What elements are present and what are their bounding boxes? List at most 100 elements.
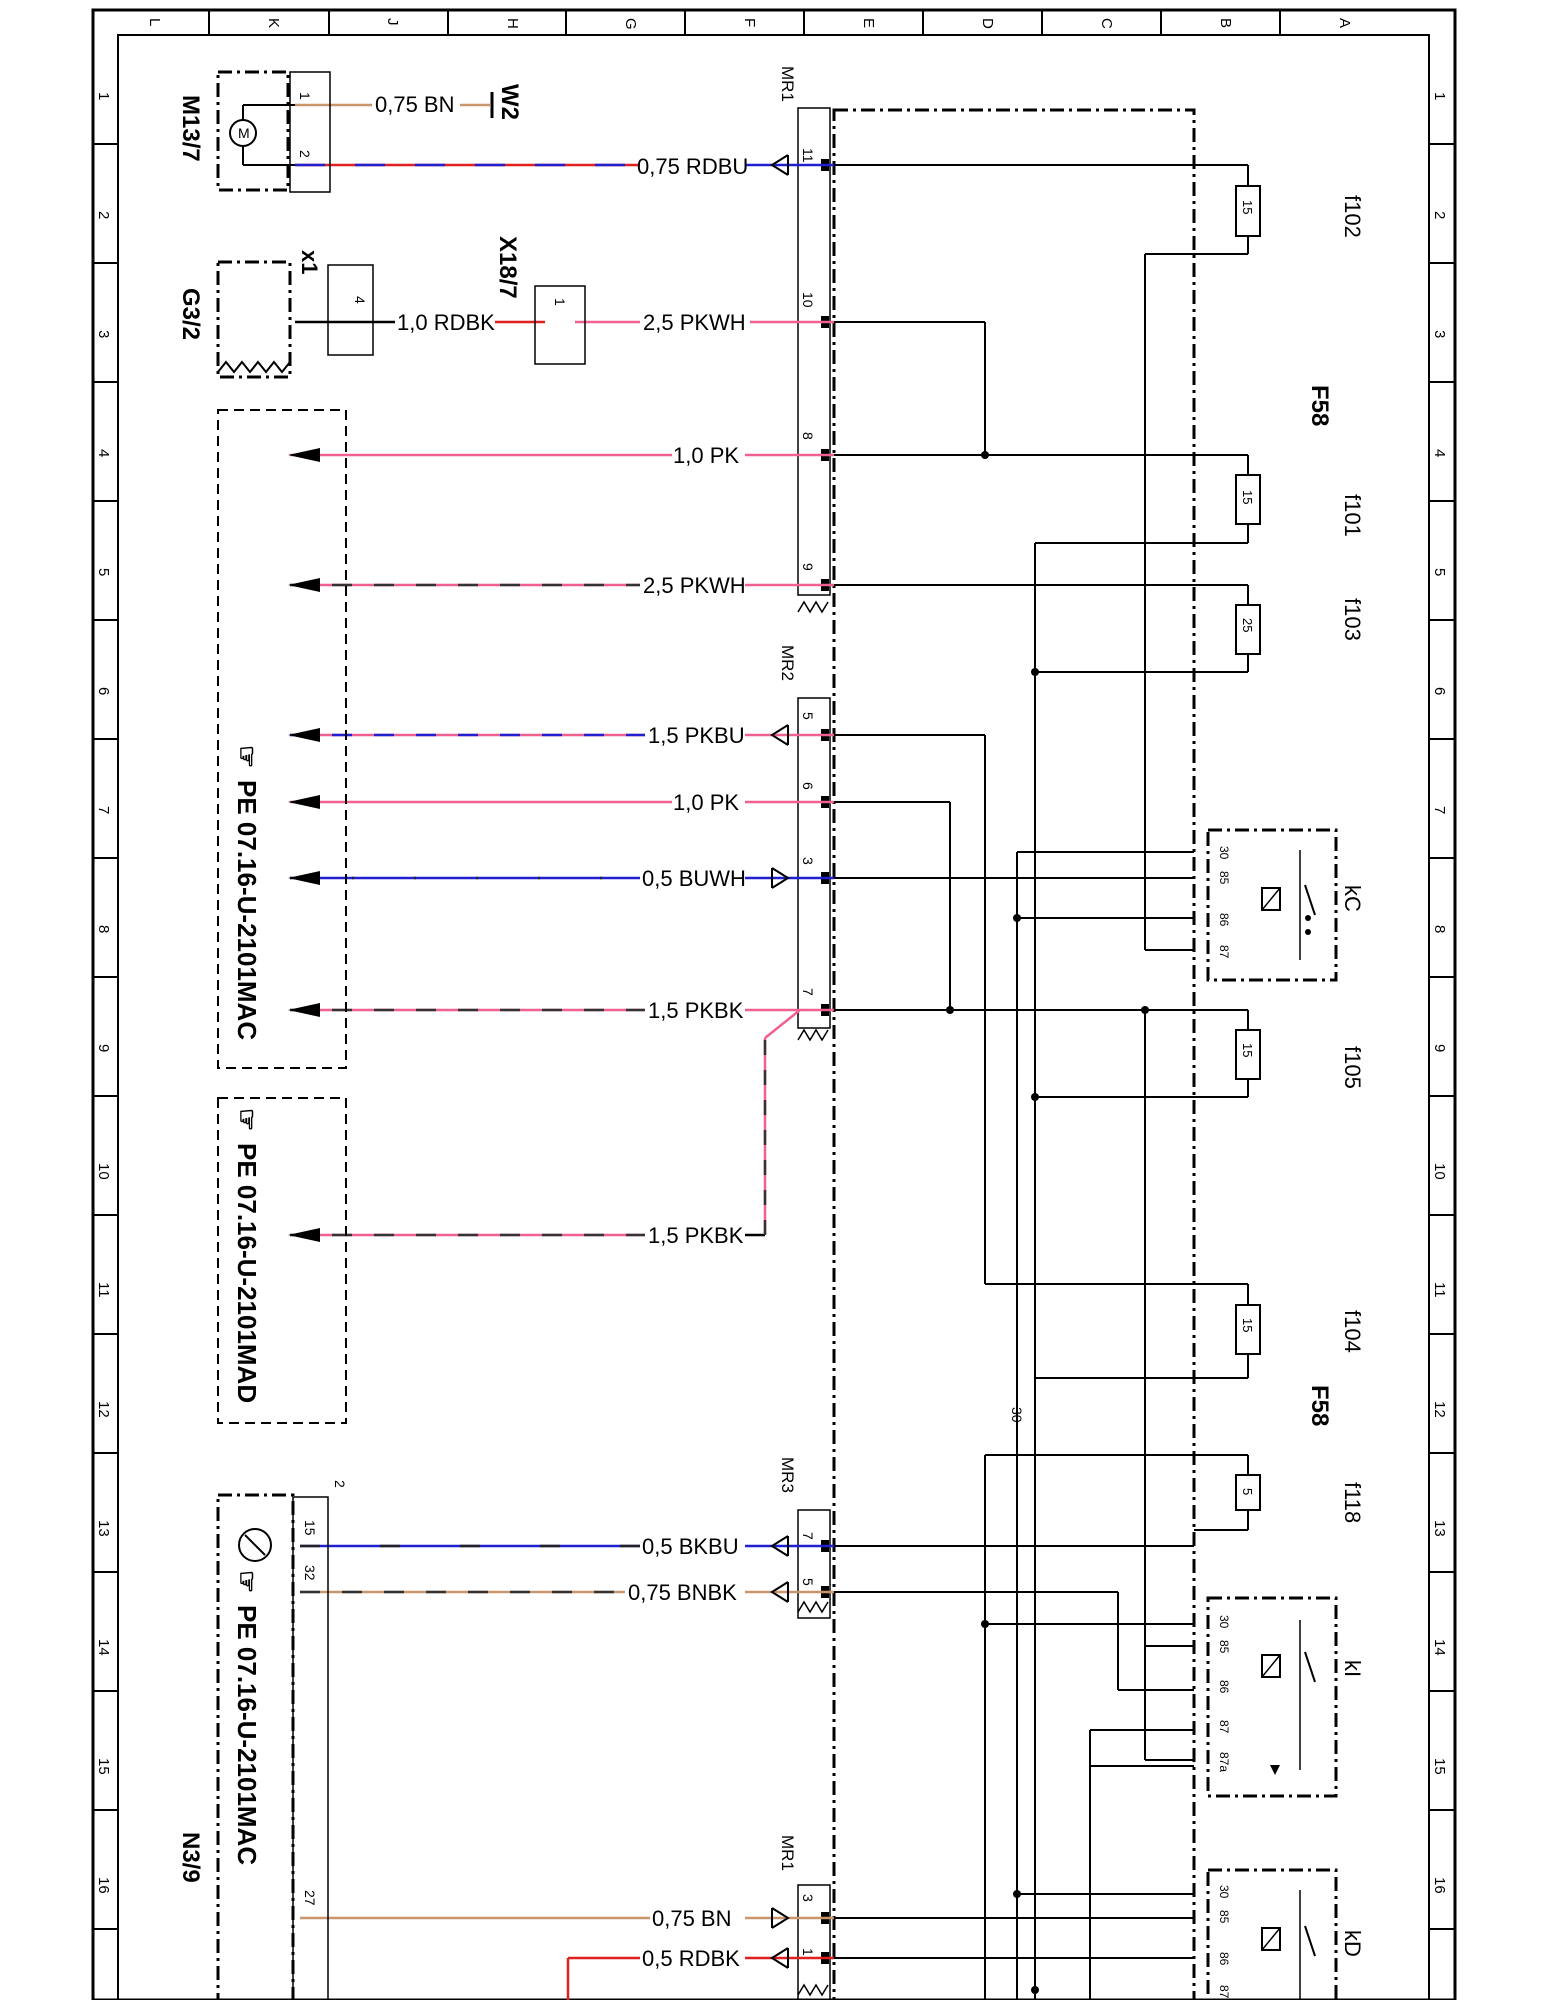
grid-row-label: 10 bbox=[1431, 1163, 1448, 1180]
connector-pin-labels: 11 10 8 9 5 6 3 7 7 5 3 1 bbox=[800, 148, 816, 1956]
fuse-body bbox=[1235, 185, 1261, 237]
wire-label: 0,75 RDBU bbox=[637, 154, 748, 179]
reference-arrow-icons bbox=[288, 448, 320, 1242]
grid-column-labels: L K J H G F E D C B A bbox=[146, 18, 1353, 30]
relay-coil-icon bbox=[1261, 1927, 1281, 1951]
grid-row-label: 12 bbox=[1431, 1401, 1448, 1418]
fuse-f101: 15 f101 bbox=[1235, 474, 1365, 537]
pin-label: 5 bbox=[800, 1578, 816, 1586]
connector-terminals bbox=[818, 159, 834, 1964]
grid-col-label: H bbox=[504, 18, 521, 29]
pin-label: 9 bbox=[800, 563, 816, 571]
inner-border bbox=[117, 34, 1430, 2001]
fuse-f103: 25 f103 bbox=[1235, 598, 1365, 655]
fuse-id: f118 bbox=[1340, 1482, 1365, 1523]
component-m13-7: M 1 2 M13/7 W2 bbox=[177, 70, 523, 193]
relay-kc: 30 85 86 87 kC bbox=[1206, 828, 1365, 982]
internal-wiring bbox=[834, 164, 1249, 2000]
grid-row-label: 15 bbox=[95, 1758, 112, 1775]
wire-label: 1,5 PKBK bbox=[648, 998, 744, 1023]
relay-id: kI bbox=[1340, 1660, 1365, 1677]
reference-box-2: ☞ PE 07.16-U-2101MAD bbox=[217, 1097, 347, 1424]
pin-label: 2 bbox=[297, 150, 313, 158]
fuse-rating: 15 bbox=[1240, 490, 1255, 504]
connector-body bbox=[797, 697, 831, 1029]
component-label: G3/2 bbox=[177, 288, 204, 340]
grid-row-label: 14 bbox=[1431, 1639, 1448, 1656]
f58-label: F58 bbox=[1306, 1385, 1333, 1426]
component-g3-2: G3/2 x1 4 X18/7 1 bbox=[177, 236, 586, 379]
relay-pin-label: 86 bbox=[1217, 913, 1231, 927]
relay-pin-label: 86 bbox=[1217, 1680, 1231, 1694]
pin-label: 15 bbox=[302, 1520, 318, 1536]
grid-col-label: K bbox=[265, 18, 282, 28]
fuse-id: f101 bbox=[1340, 494, 1365, 537]
grid-row-label: 13 bbox=[95, 1520, 112, 1537]
grid-row-label: 16 bbox=[1431, 1877, 1448, 1894]
connector-body bbox=[797, 1884, 831, 2001]
grid-row-label: 10 bbox=[95, 1163, 112, 1180]
wire-label: 1,0 RDBK bbox=[397, 310, 495, 335]
f58-label: F58 bbox=[1306, 385, 1333, 426]
relay-kd: 30 85 86 87 kD bbox=[1206, 1868, 1365, 2005]
terminal-30-label: 30 bbox=[1009, 1407, 1025, 1423]
connector-mr3: MR3 bbox=[778, 1457, 831, 1619]
pin-label: 3 bbox=[800, 857, 816, 865]
fuse-body bbox=[1235, 1304, 1261, 1355]
ground-label: W2 bbox=[496, 84, 523, 120]
relay-pin-label: 86 bbox=[1217, 1952, 1231, 1966]
diode-icon bbox=[1270, 1765, 1280, 1775]
connector-label: MR1 bbox=[778, 1835, 797, 1871]
fuse-id: f105 bbox=[1340, 1046, 1365, 1089]
motor-connector bbox=[289, 71, 331, 193]
x18-connector bbox=[534, 285, 586, 365]
fuse-id: f102 bbox=[1340, 195, 1365, 238]
reference-link[interactable]: PE 07.16-U-2101MAC bbox=[232, 1605, 262, 1865]
pin-label: 5 bbox=[800, 712, 816, 720]
relay-pin-label: 87a bbox=[1217, 1752, 1231, 1772]
wire-label: 1,5 PKBU bbox=[648, 723, 745, 748]
grid-row-label: 14 bbox=[95, 1639, 112, 1656]
grid-row-label: 9 bbox=[95, 1044, 112, 1052]
reference-link[interactable]: PE 07.16-U-2101MAD bbox=[232, 1143, 262, 1403]
component-label: X18/7 bbox=[494, 236, 521, 299]
relay-coil-icon bbox=[1261, 1654, 1281, 1678]
grid-ticks bbox=[93, 10, 1455, 1930]
grid-row-label: 11 bbox=[1431, 1282, 1448, 1298]
relay-switch-icon bbox=[1304, 1925, 1316, 1957]
connector-label: MR1 bbox=[778, 66, 797, 102]
relay-pin-label: 30 bbox=[1217, 1885, 1231, 1899]
fuse-f105: 15 f105 bbox=[1235, 1029, 1365, 1089]
f58-fuse-box-outline bbox=[832, 108, 1196, 2005]
wire-label: 0,5 RDBK bbox=[642, 1946, 740, 1971]
grid-row-label: 3 bbox=[95, 330, 112, 338]
relay-pin-label: 30 bbox=[1217, 846, 1231, 860]
relay-switch-icon bbox=[1304, 1651, 1316, 1683]
pin-label: 7 bbox=[800, 1532, 816, 1540]
grid-row-label: 7 bbox=[95, 806, 112, 814]
connector-arrow-icons bbox=[770, 154, 790, 1969]
fuse-rating: 25 bbox=[1240, 618, 1255, 632]
relay-outline bbox=[1206, 1596, 1338, 1798]
relay-id: kC bbox=[1340, 885, 1365, 912]
fuse-body bbox=[1235, 1029, 1261, 1080]
fuse-f118: 5 f118 bbox=[1235, 1474, 1365, 1523]
connector-mr1-top: MR1 bbox=[778, 66, 831, 596]
grid-row-label: 1 bbox=[1431, 92, 1448, 100]
grid-row-label: 7 bbox=[1431, 806, 1448, 814]
grid-col-label: E bbox=[860, 18, 877, 28]
relay-outline bbox=[1206, 828, 1338, 982]
fuse-body bbox=[1235, 474, 1261, 525]
pin-label: 1 bbox=[297, 92, 313, 100]
fuse-id: f104 bbox=[1340, 1310, 1365, 1353]
relay-outline bbox=[1206, 1868, 1338, 2005]
pin-label: 1 bbox=[800, 1948, 816, 1956]
grid-row-label: 12 bbox=[95, 1401, 112, 1418]
connector-body bbox=[797, 1509, 831, 1619]
relay-pin-label: 85 bbox=[1217, 1640, 1231, 1654]
component-label: M13/7 bbox=[177, 95, 204, 162]
diagram-rotated-frame: L K J H G F E D C B A 1 2 3 4 5 6 7 8 9 … bbox=[91, 8, 1457, 2002]
relay-pin-label: 30 bbox=[1217, 1615, 1231, 1629]
reference-link[interactable]: PE 07.16-U-2101MAC bbox=[232, 780, 262, 1040]
grid-col-label: A bbox=[1336, 18, 1353, 28]
